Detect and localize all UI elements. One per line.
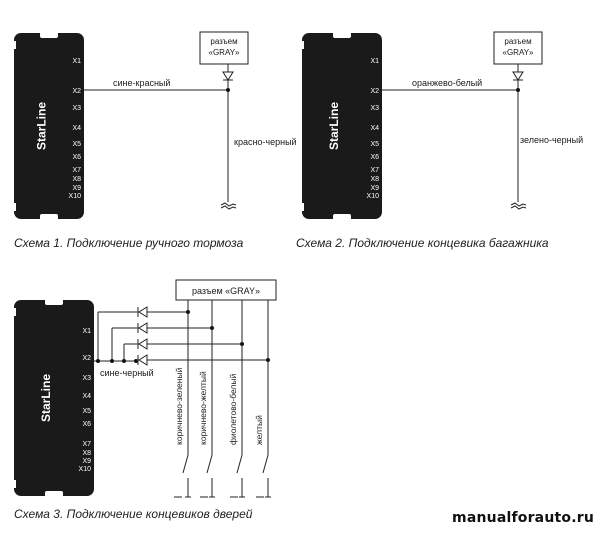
scheme2-junction [516,88,520,92]
starline-body [302,33,382,219]
scheme3-connector-box [175,279,277,301]
scheme1-diode [222,71,234,81]
scheme3-switch-3 [236,454,243,474]
pin-label-x2: X2 [370,88,379,95]
pin-label-x8: X8 [72,176,81,183]
pin-label-x2: X2 [72,88,81,95]
edge-mark-top [13,41,16,49]
scheme1-connector-label-2: «GRAY» [209,48,241,57]
scheme1-junction [226,88,230,92]
mount-notch-bottom [40,214,58,220]
mount-notch-top [333,32,351,38]
pin-label-x3: X3 [72,105,81,112]
pin-label-x9: X9 [82,458,91,465]
pin-label-x6: X6 [82,421,91,428]
mount-notch-top [45,299,63,305]
brand-logo: StarLine [35,102,49,150]
pin-label-x1: X1 [370,58,379,65]
mount-notch-top [40,32,58,38]
scheme1-connector-label-1: разъем [210,37,237,46]
pin-label-x3: X3 [370,105,379,112]
scheme3-bus-junction-3 [122,359,126,363]
pin-label-x1: X1 [82,328,91,335]
edge-mark-top [13,308,16,316]
starline-body [14,300,94,496]
scheme1-caption: Схема 1. Подключение ручного тормоза [14,236,244,250]
pin-label-x9: X9 [72,185,81,192]
edge-mark-bottom [13,480,16,488]
scheme2-connector-box [493,31,543,65]
edge-mark-bottom [13,203,16,211]
pin-label-x7: X7 [370,167,379,174]
pin-label-x5: X5 [370,141,379,148]
pin-label-x9: X9 [370,185,379,192]
pin-label-x7: X7 [82,441,91,448]
pin-label-x8: X8 [82,450,91,457]
watermark: manualforauto.ru [452,510,594,526]
scheme3-caption: Схема 3. Подключение концевиков дверей [14,507,253,521]
scheme3-diode-2 [138,322,148,334]
scheme3-switch-4 [262,454,269,474]
pin-label-x5: X5 [82,408,91,415]
brand-logo: StarLine [327,102,341,150]
mount-notch-bottom [333,214,351,220]
scheme1-ground [220,202,237,207]
edge-mark-top [301,41,304,49]
pin-label-x6: X6 [72,154,81,161]
scheme2-wire-in-label: оранжево-белый [412,78,482,88]
pin-label-x6: X6 [370,154,379,161]
scheme3-bus-junction-2 [110,359,114,363]
scheme3-switch-1 [182,454,189,474]
pin-label-x5: X5 [72,141,81,148]
pin-label-x10: X10 [79,466,92,473]
pin-label-x4: X4 [72,125,81,132]
scheme3-connector-label: разъем «GRAY» [192,286,260,296]
scheme1-connector-box [199,31,249,65]
scheme3-door-wire-label-2: коричнево-желтый [198,371,208,445]
brand-logo: StarLine [39,374,53,422]
starline-body [14,33,84,219]
scheme2-diode [512,71,524,81]
pin-label-x4: X4 [370,125,379,132]
pin-label-x1: X1 [72,58,81,65]
pin-label-x10: X10 [69,193,82,200]
scheme2-wire-out-label: зелено-черный [520,135,583,145]
scheme2-connector-label-1: разъем [504,37,531,46]
scheme3-door-wire-label-1: коричнево-зеленый [174,367,184,445]
pin-label-x7: X7 [72,167,81,174]
scheme1-wire-in-label: сине-красный [113,78,170,88]
pin-label-x3: X3 [82,375,91,382]
scheme2-connector-label-2: «GRAY» [503,48,535,57]
scheme2-ground [510,202,527,207]
scheme3-wire-in-label: сине-черный [100,368,154,378]
edge-mark-bottom [301,203,304,211]
scheme3-diode-1 [138,306,148,318]
scheme3-door-wire-label-3: фиолетово-белый [228,374,238,445]
mount-notch-bottom [45,491,63,497]
scheme3-switch-2 [206,454,213,474]
scheme3-bus-junction-1 [96,359,100,363]
scheme3-diode-3 [138,338,148,350]
scheme2-ground [510,205,527,210]
scheme3-diode-4 [138,354,148,366]
pin-label-x8: X8 [370,176,379,183]
scheme1-wire-out-label: красно-черный [234,137,297,147]
scheme3-door-wire-label-4: желтый [254,415,264,445]
pin-label-x2: X2 [82,355,91,362]
scheme2-caption: Схема 2. Подключение концевика багажника [296,236,549,250]
scheme1-ground [220,205,237,210]
pin-label-x4: X4 [82,393,91,400]
pin-label-x10: X10 [367,193,380,200]
